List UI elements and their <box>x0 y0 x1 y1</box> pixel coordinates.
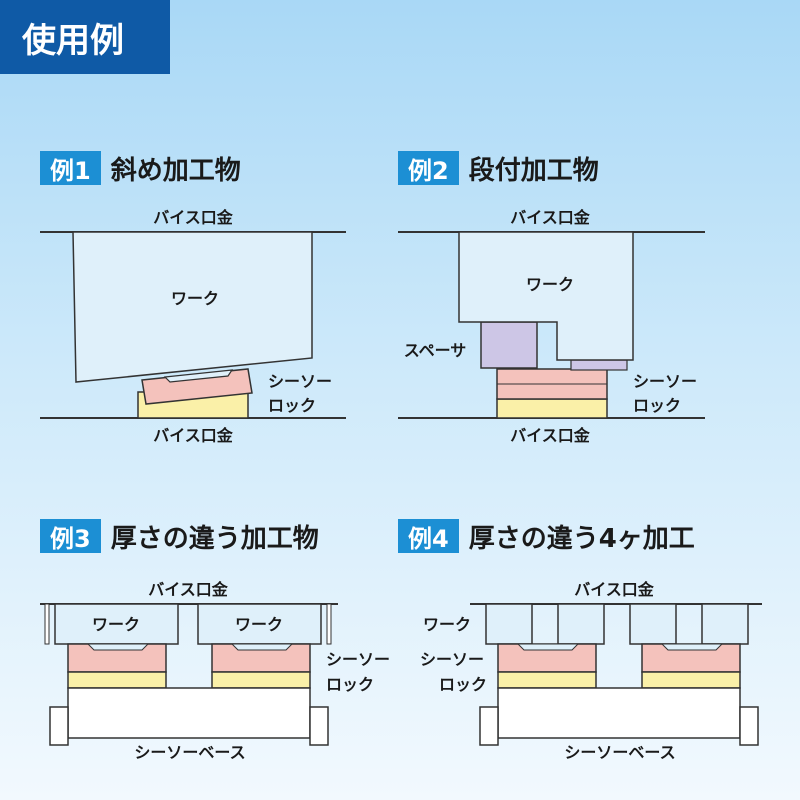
lock-notch <box>230 643 294 651</box>
seesaw-base-foot-right <box>309 706 329 746</box>
workpiece-1 <box>485 603 533 645</box>
seesaw-base-foot-right <box>739 706 759 746</box>
seesaw-lock-label: ロック <box>633 396 681 415</box>
work-label: ワーク <box>171 289 219 308</box>
seesaw-base-label: シーソーベース <box>564 743 675 762</box>
seesaw-base <box>497 687 741 739</box>
lock-notch <box>660 643 724 651</box>
vise-jaw-label: バイス口金 <box>148 580 229 599</box>
workpiece-2 <box>557 603 605 645</box>
spacer-small <box>570 359 628 371</box>
lock-notch <box>516 643 580 651</box>
lock-notch <box>86 643 150 651</box>
work-label: ワーク <box>423 615 471 634</box>
seesaw-base-foot-left <box>479 706 499 746</box>
workpiece-3 <box>629 603 677 645</box>
seesaw-lock-base <box>496 398 608 419</box>
seesaw-lock-label: ロック <box>439 675 487 694</box>
vise-jaw-label: バイス口金 <box>153 426 234 445</box>
vise-jaw-label: バイス口金 <box>574 580 655 599</box>
seesaw-lock-label: シーソー <box>268 372 332 391</box>
seesaw-lock-base <box>641 671 741 689</box>
work-label: ワーク <box>235 615 283 634</box>
workpiece-4 <box>701 603 749 645</box>
example-4-diagram: バイス口金 シーソーベース ワーク シーソー ロック <box>420 580 762 762</box>
vise-jaw-label: バイス口金 <box>510 426 591 445</box>
seesaw-lock-label: シーソー <box>326 650 390 669</box>
example-2-title: 例2 段付加工物 <box>398 150 599 186</box>
seesaw-lock-label: ロック <box>268 396 316 415</box>
example-3-heading: 厚さの違う加工物 <box>110 523 319 554</box>
workpiece <box>72 231 313 383</box>
vise-side-right <box>326 603 332 645</box>
vise-jaw-label: バイス口金 <box>153 208 234 227</box>
spacer-label: スペーサ <box>404 341 467 360</box>
workpiece-left <box>54 603 179 645</box>
vise-jaw-label: バイス口金 <box>510 208 591 227</box>
example-2-heading: 段付加工物 <box>468 155 599 186</box>
seesaw-lock-base <box>211 671 311 689</box>
vise-side-left <box>44 603 50 645</box>
example-1-title: 例1 斜め加工物 <box>40 150 241 186</box>
seesaw-base-label: シーソーベース <box>134 743 245 762</box>
work-label: ワーク <box>92 615 140 634</box>
workpiece-notch <box>163 369 234 383</box>
seesaw-lock-label: シーソー <box>633 372 697 391</box>
example-3-diagram: バイス口金 ワーク ワーク シーソーベース シーソー ロック <box>40 580 390 762</box>
example-1-badge: 例1 <box>40 151 101 185</box>
page-title: 使用例 <box>0 0 170 74</box>
seesaw-lock-base <box>67 671 167 689</box>
example-1-diagram: バイス口金 バイス口金 ワーク シーソー ロック <box>40 208 346 445</box>
example-3-title: 例3 厚さの違う加工物 <box>40 518 319 554</box>
example-4-badge: 例4 <box>398 519 459 553</box>
seesaw-lock-base <box>497 671 597 689</box>
example-4-heading: 厚さの違う4ヶ加工 <box>468 523 695 554</box>
spacer <box>480 321 538 369</box>
seesaw-base <box>67 687 311 739</box>
example-3-badge: 例3 <box>40 519 101 553</box>
seesaw-base-foot-left <box>49 706 69 746</box>
example-1-heading: 斜め加工物 <box>110 155 241 186</box>
example-2-badge: 例2 <box>398 151 459 185</box>
seesaw-lock-label: シーソー <box>420 650 484 669</box>
stepped-workpiece <box>458 231 634 361</box>
seesaw-lock-label: ロック <box>326 675 374 694</box>
example-2-diagram: バイス口金 バイス口金 ワーク スペーサ シーソー ロック <box>398 208 705 445</box>
workpiece-right <box>197 603 322 645</box>
example-4-title: 例4 厚さの違う4ヶ加工 <box>398 518 695 554</box>
work-label: ワーク <box>526 275 574 294</box>
